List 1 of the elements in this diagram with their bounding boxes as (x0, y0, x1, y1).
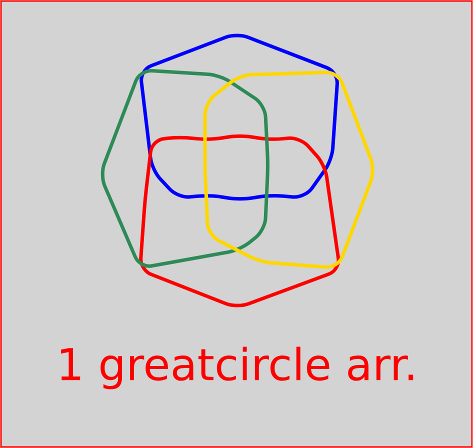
caption: 1 greatcircle arr. (61, 346, 414, 390)
